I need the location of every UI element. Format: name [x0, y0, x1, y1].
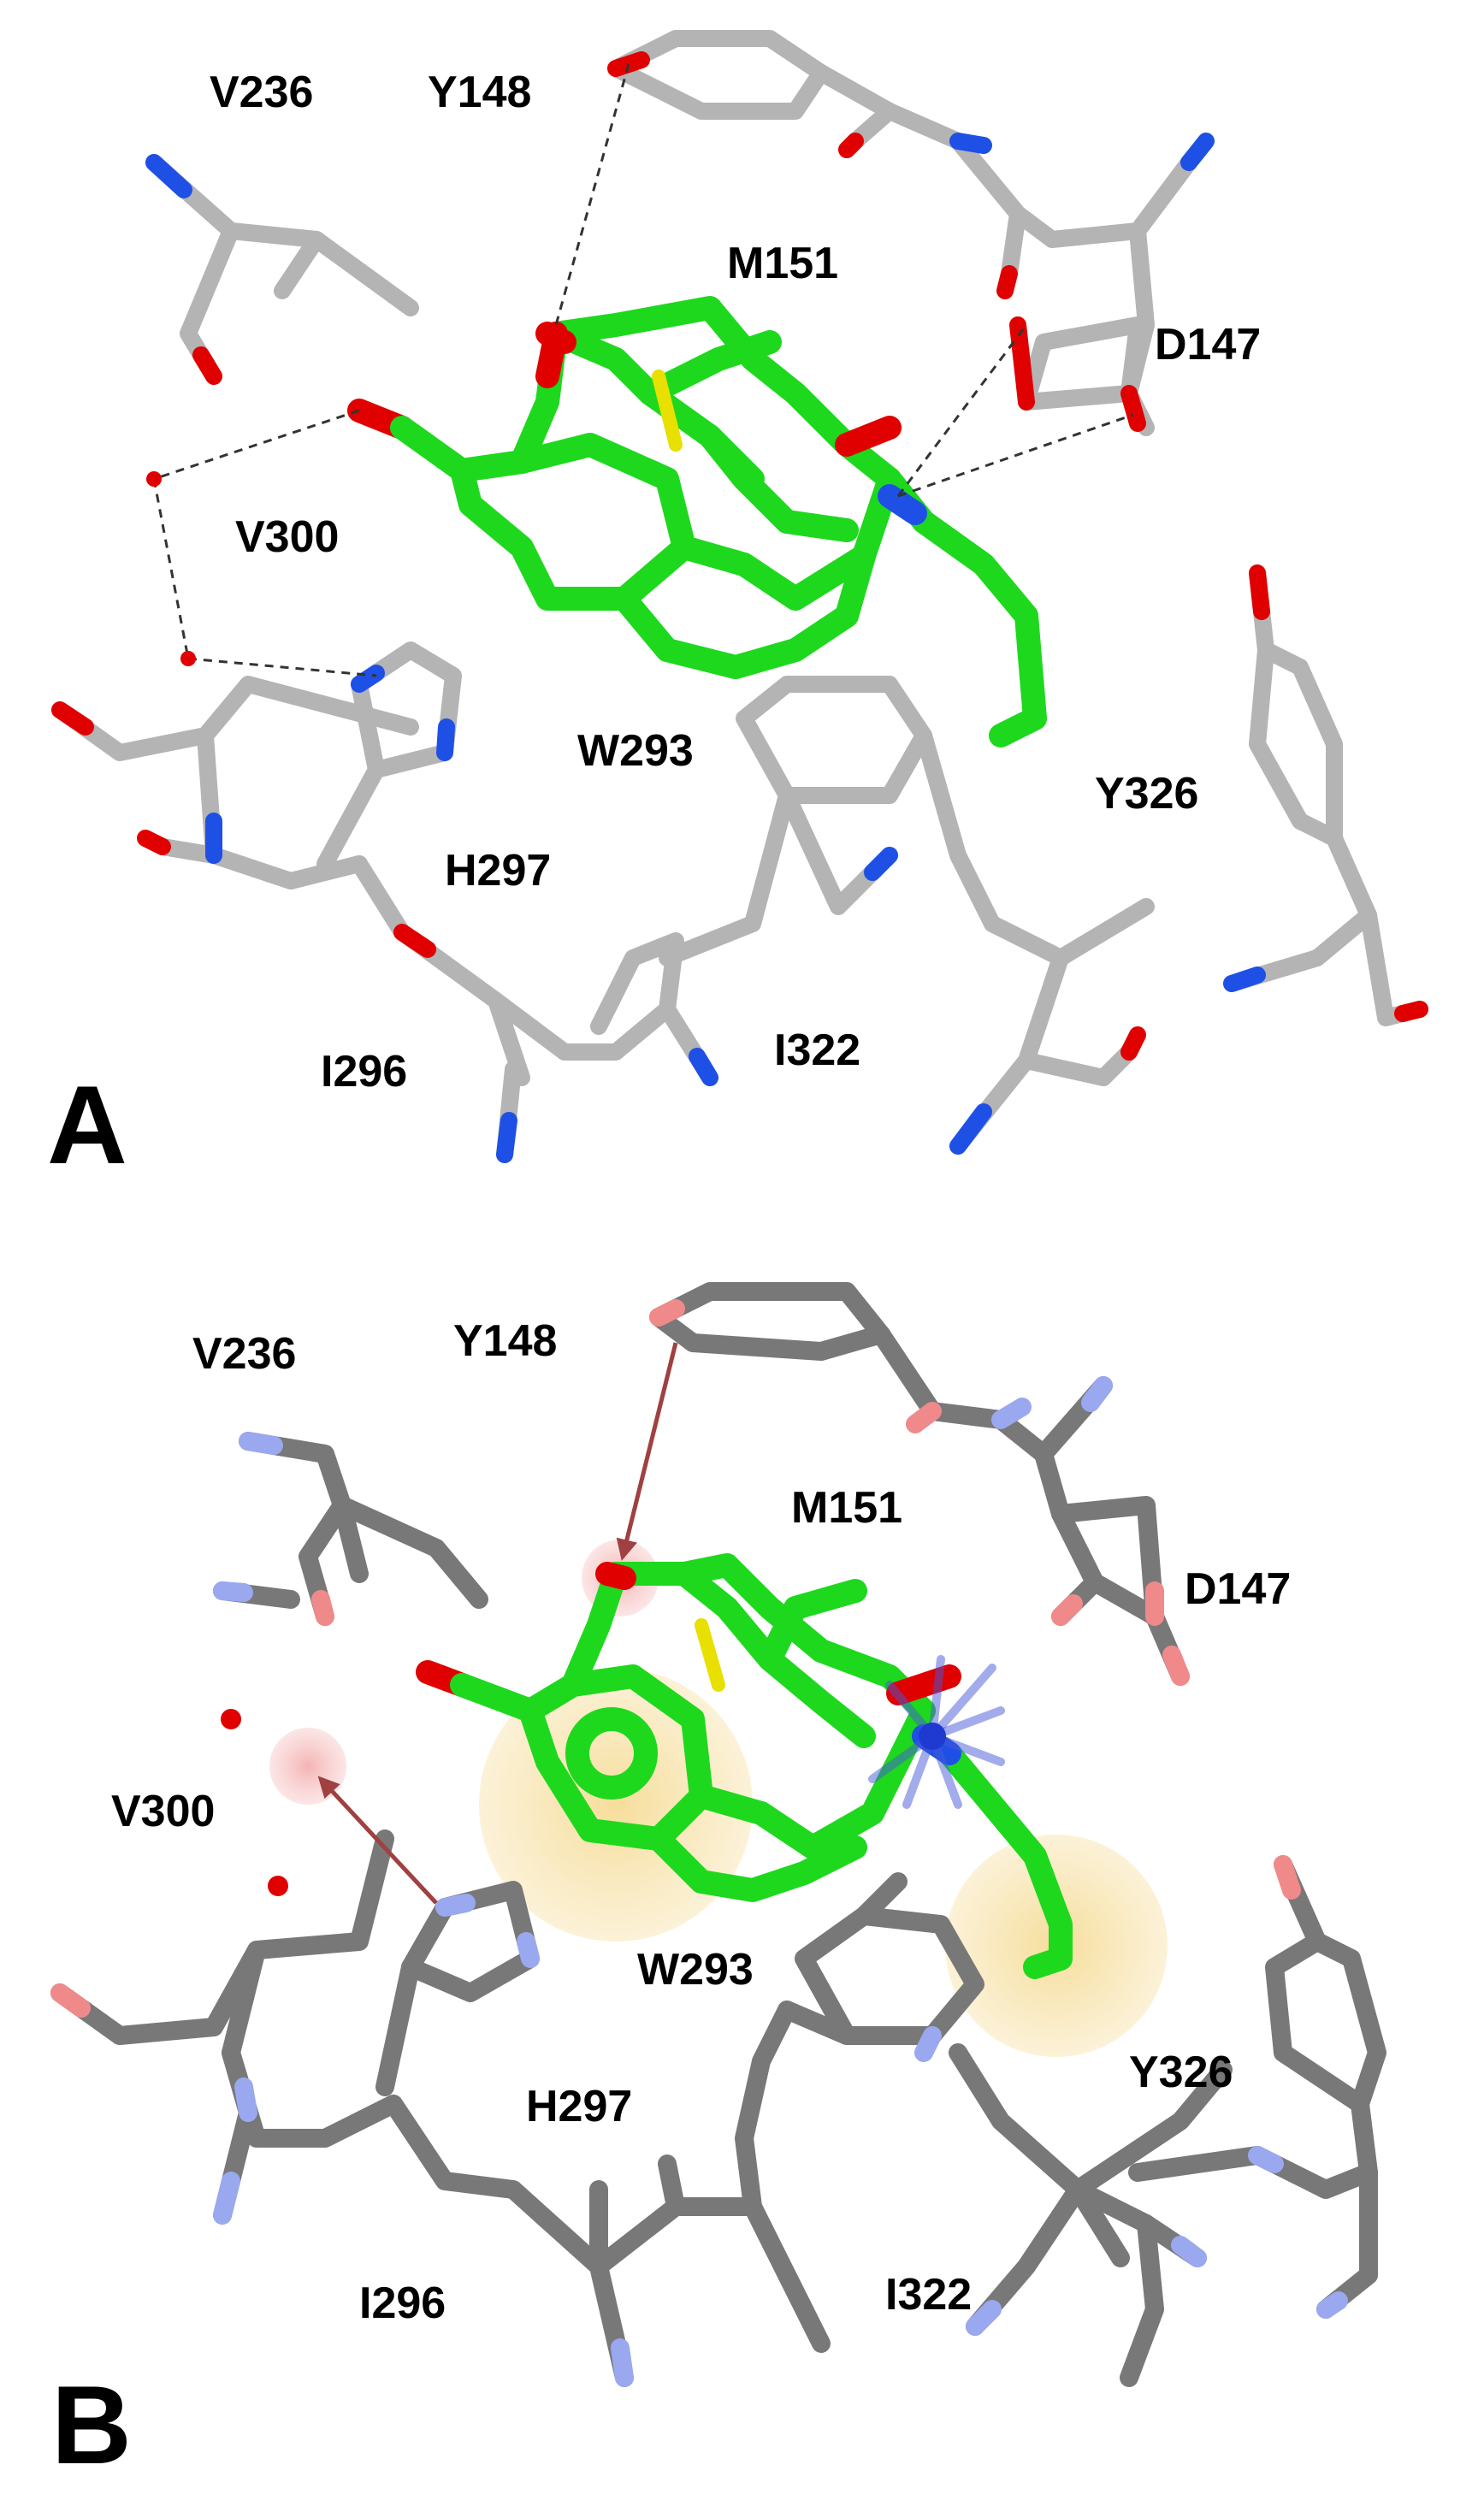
label-d147: D147 — [1155, 320, 1261, 369]
panel-a-ligand — [450, 296, 1047, 748]
label-y326: Y326 — [1095, 769, 1198, 819]
water-icon — [268, 1876, 288, 1896]
panel-a-ligand-hetero — [347, 322, 927, 525]
label-i296: I296 — [359, 2278, 446, 2328]
label-m151: M151 — [791, 1483, 902, 1533]
panel-b-letter: B — [51, 2362, 132, 2487]
panel-a-residues — [51, 30, 1428, 1163]
water-icon — [221, 1709, 241, 1729]
label-w293: W293 — [637, 1945, 754, 1995]
label-i322: I322 — [774, 1025, 860, 1075]
water-icon — [180, 651, 196, 666]
label-v236: V236 — [210, 68, 313, 117]
label-d147: D147 — [1185, 1564, 1291, 1614]
panel-a-letter: A — [47, 1062, 127, 1187]
panel-b-labels: V236 Y148 M151 D147 V300 W293 Y326 H297 … — [51, 1316, 1291, 2487]
label-i322: I322 — [885, 2270, 972, 2320]
label-v300: V300 — [235, 512, 339, 562]
label-h297: H297 — [526, 2082, 632, 2131]
label-v236: V236 — [192, 1329, 296, 1379]
label-h297: H297 — [445, 846, 551, 895]
label-y148: Y148 — [428, 68, 531, 117]
ionizable-feature-icon — [868, 1655, 1005, 1809]
panel-b-heteroatoms — [50, 1299, 1348, 2387]
label-w293: W293 — [577, 726, 694, 776]
panel-a-labels: V236 Y148 M151 D147 V300 W293 Y326 H297 … — [47, 68, 1261, 1187]
panel-a-hbonds — [152, 63, 1134, 677]
panel-a-heteroatoms — [51, 51, 1428, 1163]
hbond-acceptor-arrow-icon — [616, 1342, 678, 1561]
label-m151: M151 — [727, 239, 838, 288]
label-v300: V300 — [111, 1787, 215, 1836]
panel-a: V236 Y148 M151 D147 V300 W293 Y326 H297 … — [47, 30, 1428, 1187]
label-i296: I296 — [321, 1047, 407, 1096]
panel-b: V236 Y148 M151 D147 V300 W293 Y326 H297 … — [50, 1282, 1386, 2487]
water-icon — [146, 471, 162, 487]
panel-b-hbond-arrows — [317, 1342, 678, 1905]
hbond-donor-arrow-icon — [317, 1776, 438, 1905]
label-y326: Y326 — [1129, 2048, 1233, 2097]
label-y148: Y148 — [453, 1316, 557, 1366]
